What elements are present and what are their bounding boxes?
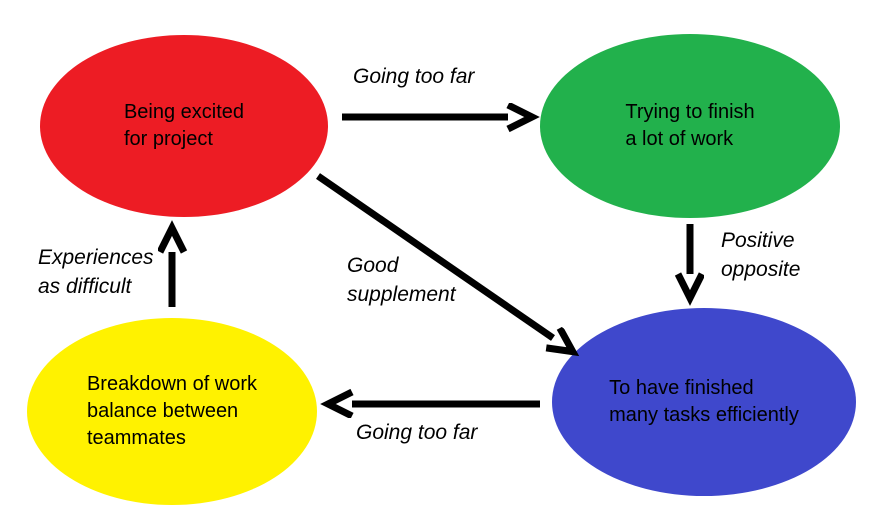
edge-label-going-too-far-top: Going too far	[353, 62, 474, 91]
edge-label-experiences-as-difficult: Experiences as difficult	[38, 243, 154, 301]
edge-label-line: opposite	[721, 258, 801, 281]
node-breakdown-work-balance: Breakdown of work balance between teamma…	[27, 318, 317, 505]
node-label-line: Being excited	[123, 101, 245, 123]
node-label: To have finished many tasks efficiently	[609, 375, 799, 429]
node-being-excited: Being excited for project	[40, 35, 328, 217]
edge-label-line: supplement	[347, 283, 456, 306]
node-label-line: a lot of work	[625, 128, 734, 150]
node-label-line: To have finished	[609, 377, 754, 399]
node-label: Being excited for project	[124, 99, 244, 153]
node-finished-tasks: To have finished many tasks efficiently	[552, 308, 856, 496]
node-label-line: many tasks efficiently	[609, 404, 799, 426]
node-label: Breakdown of work balance between teamma…	[87, 371, 257, 452]
node-label-line: Breakdown of work	[86, 373, 258, 395]
edge-label-line: Positive	[721, 229, 795, 252]
edge-label-line: as difficult	[38, 275, 132, 298]
node-trying-to-finish: Trying to finish a lot of work	[540, 34, 840, 218]
node-label-line: Trying to finish	[625, 101, 755, 123]
edge-label-line: Going too far	[356, 421, 478, 444]
edge-label-line: Going too far	[353, 65, 475, 88]
edge-label-line: Good	[347, 254, 399, 277]
edge-label-line: Experiences	[38, 246, 154, 269]
node-label-line: teammates	[86, 427, 186, 449]
node-label-line: for project	[123, 128, 213, 150]
node-label: Trying to finish a lot of work	[625, 99, 754, 153]
node-label-line: balance between	[86, 400, 239, 422]
edge-label-going-too-far-bottom: Going too far	[356, 418, 477, 447]
edge-label-good-supplement: Good supplement	[347, 251, 456, 309]
edge-label-positive-opposite: Positive opposite	[721, 226, 800, 284]
